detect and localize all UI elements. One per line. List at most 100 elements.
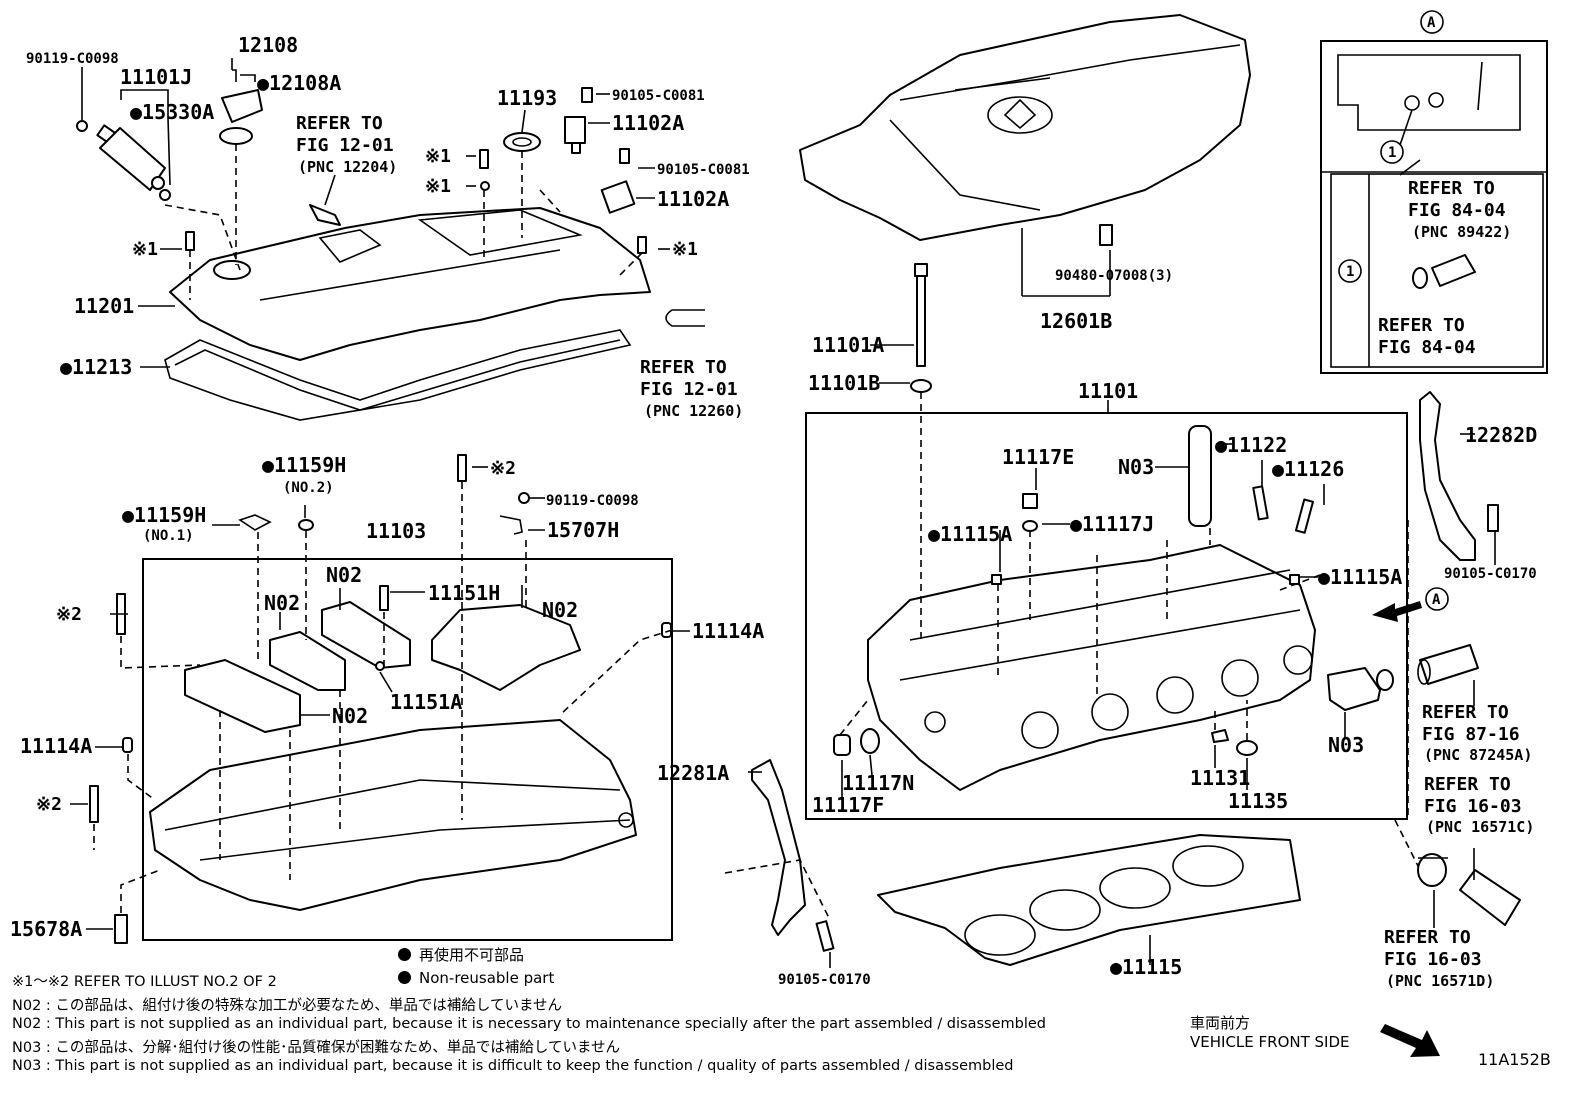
label-11101b: 11101B xyxy=(808,371,880,395)
hose-reference-illustration-2 xyxy=(1459,869,1521,926)
label-12108a: ●12108A xyxy=(257,71,341,95)
engine-hanger-right-illustration xyxy=(1419,391,1499,561)
legend-en-text: Non-reusable part xyxy=(419,969,555,987)
label-mark2-b: ※2 xyxy=(56,604,82,625)
cam-position-sensor-illustration xyxy=(185,87,647,254)
label-12281a: 12281A xyxy=(657,761,729,785)
label-11159h-no2: ●11159H xyxy=(262,453,346,477)
label-circle-a-top: A xyxy=(1427,15,1436,31)
label-11126: ●11126 xyxy=(1272,457,1344,481)
detail-a-box xyxy=(1320,40,1548,374)
label-12282d: 12282D xyxy=(1465,423,1537,447)
label-fig-12-01-b: FIG 12-01 xyxy=(640,379,738,400)
label-90105-c0170-right: 90105-C0170 xyxy=(1444,566,1537,582)
label-mark2-c: ※2 xyxy=(36,794,62,815)
label-refer-to-84-04-a: REFER TO xyxy=(1408,178,1495,199)
grommet-illustration xyxy=(1099,224,1113,246)
label-refer-to-16-03-b: REFER TO xyxy=(1384,927,1471,948)
vvt-sensor-small-illustration xyxy=(309,204,341,226)
cam-housing-dashes xyxy=(93,482,673,913)
label-n02-d: N02 xyxy=(332,704,368,728)
top-left-dashes xyxy=(164,144,643,300)
label-n03-a: N03 xyxy=(1118,455,1154,479)
label-circle-a-mid: A xyxy=(1432,592,1441,608)
head-bolt-illustration xyxy=(910,263,932,393)
label-no2: (NO.2) xyxy=(283,480,334,496)
label-11103: 11103 xyxy=(366,519,426,543)
cylinder-head-gasket-illustration xyxy=(877,834,1301,966)
label-pnc-89422: (PNC 89422) xyxy=(1412,223,1511,241)
label-11193: 11193 xyxy=(497,86,557,110)
label-90480-07008: 90480-07008(3) xyxy=(1055,268,1173,284)
label-n03-b: N03 xyxy=(1328,733,1364,757)
label-11213: ●11213 xyxy=(60,355,132,379)
label-11102a-b: 11102A xyxy=(657,187,729,211)
non-reusable-dot-icon xyxy=(398,971,411,984)
cam-housing-illustration xyxy=(149,719,637,911)
leader-lines xyxy=(70,58,1496,968)
label-refer-to-84-04-b: REFER TO xyxy=(1378,315,1465,336)
footnote-refer: ※1～※2 REFER TO ILLUST NO.2 OF 2 xyxy=(12,974,277,990)
footnote-n02-jp: N02 : この部品は、組付け後の特殊な加工が必要なため、単品では補給していませ… xyxy=(12,998,563,1014)
label-n02-a: N02 xyxy=(326,563,362,587)
engine-hanger-left-illustration xyxy=(751,759,835,952)
label-11122: ●11122 xyxy=(1215,433,1287,457)
view-a-arrow xyxy=(1372,587,1449,622)
label-fig-12-01-a: FIG 12-01 xyxy=(296,135,394,156)
non-reusable-dot-icon xyxy=(398,948,411,961)
label-11115: ●11115 xyxy=(1110,955,1182,979)
footnote-n03-en: N03 : This part is not supplied as an in… xyxy=(12,1058,1014,1074)
detail-a-illustration xyxy=(1337,10,1521,289)
label-pnc-12204: (PNC 12204) xyxy=(298,158,397,176)
cylinder-head-illustration xyxy=(867,544,1316,791)
label-90105-c0081-a: 90105-C0081 xyxy=(612,88,705,104)
label-mark1-a: ※1 xyxy=(425,146,451,167)
label-mark2-a: ※2 xyxy=(490,458,516,479)
label-fig-84-04-a: FIG 84-04 xyxy=(1408,200,1506,221)
label-mark1-c: ※1 xyxy=(132,239,158,260)
seal-ring-illustration xyxy=(503,132,541,152)
label-fig-16-03-a: FIG 16-03 xyxy=(1424,796,1522,817)
label-11101j: 11101J xyxy=(120,65,192,89)
label-refer-to-87-16: REFER TO xyxy=(1422,702,1509,723)
engine-cover-illustration xyxy=(799,14,1251,241)
label-11135: 11135 xyxy=(1228,789,1288,813)
label-15330a: ●15330A xyxy=(130,100,214,124)
legend-jp: 再使用不可部品 xyxy=(398,944,524,965)
bearing-caps-illustration xyxy=(89,454,672,944)
label-11117f: 11117F xyxy=(812,793,884,817)
footnote-n02-en: N02 : This part is not supplied as an in… xyxy=(12,1016,1046,1032)
hanger-dashes xyxy=(724,520,1421,921)
label-no1: (NO.1) xyxy=(143,528,194,544)
label-11159h-no1: ●11159H xyxy=(122,503,206,527)
label-mark1-b: ※1 xyxy=(425,176,451,197)
figure-id: 11A152B xyxy=(1478,1050,1551,1069)
label-11117j: ●11117J xyxy=(1070,512,1154,536)
vehicle-front-en: VEHICLE FRONT SIDE xyxy=(1190,1033,1350,1051)
label-circle-1-top: 1 xyxy=(1388,145,1396,161)
label-refer-to-12-01-a: REFER TO xyxy=(296,113,383,134)
footnote-n03-jp: N03 : この部品は、分解･組付け後の性能･品質確保が困難なため、単品では補給… xyxy=(12,1040,621,1056)
label-circle-1-box: 1 xyxy=(1346,264,1354,280)
head-cover-gasket-illustration xyxy=(164,329,632,421)
camshaft-housing-box xyxy=(142,558,673,941)
label-11101a: 11101A xyxy=(812,333,884,357)
legend-jp-text: 再使用不可部品 xyxy=(419,946,525,964)
hose-clamp-reference-illustration xyxy=(1417,853,1448,887)
label-12601b: 12601B xyxy=(1040,309,1112,333)
label-15707h: 15707H xyxy=(547,518,619,542)
label-11131: 11131 xyxy=(1190,766,1250,790)
label-90105-c0081-b: 90105-C0081 xyxy=(657,162,750,178)
cylinder-head-dashes xyxy=(839,392,1321,740)
label-refer-to-16-03-a: REFER TO xyxy=(1424,774,1511,795)
hose-reference-illustration xyxy=(665,309,705,327)
label-90105-c0170-bottom: 90105-C0170 xyxy=(778,972,871,988)
label-pnc-16571c: (PNC 16571C) xyxy=(1426,818,1534,836)
label-11115a-left: ●11115A xyxy=(928,522,1012,546)
vehicle-front-jp: 車両前方 xyxy=(1190,1014,1251,1032)
label-11117e: 11117E xyxy=(1002,445,1074,469)
label-11151a: 11151A xyxy=(390,690,462,714)
cylinder-head-box xyxy=(805,412,1408,820)
label-fig-16-03-b: FIG 16-03 xyxy=(1384,949,1482,970)
